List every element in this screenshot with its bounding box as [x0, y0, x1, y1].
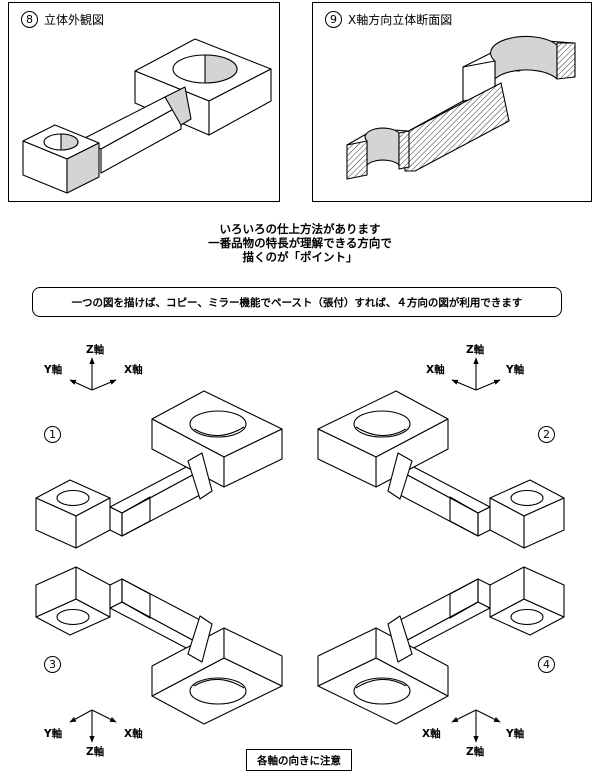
- view-number: 4: [538, 656, 555, 673]
- section-small-cut-left: [346, 140, 368, 180]
- axis-label-x: X軸: [426, 364, 445, 376]
- small-hole-shade: [60, 133, 79, 151]
- view-number: 3: [44, 656, 61, 673]
- section-small-cut-right: [398, 130, 410, 170]
- intro-line: 一番品物の特長が理解できる方向で: [208, 236, 392, 250]
- view-number: 2: [538, 426, 555, 443]
- axis-indicator-top-left: [69, 357, 117, 391]
- view-4-drawing: [317, 566, 565, 725]
- panel-title-text: X軸方向立体断面図: [348, 13, 453, 27]
- large-hole-shade: [204, 54, 238, 84]
- intro-text: いろいろの仕上方法があります 一番品物の特長が理解できる方向で 描くのが「ポイン…: [0, 222, 600, 264]
- axis-indicator-top-right: [451, 357, 501, 391]
- axis-label-y: Y軸: [506, 728, 525, 740]
- axis-label-z: Z軸: [466, 746, 485, 758]
- axis-indicator-bottom-right: [451, 709, 501, 743]
- axis-label-y: Y軸: [44, 728, 63, 740]
- axis-label-x: X軸: [422, 728, 441, 740]
- panel-number: 8: [21, 11, 38, 28]
- intro-line: 描くのが「ポイント」: [242, 250, 358, 264]
- info-banner: 一つの図を描けば、コピー、ミラー機能でペースト（張付）すれば、４方向の図が利用で…: [32, 287, 562, 317]
- panel-title-text: 立体外観図: [44, 13, 105, 27]
- axis-label-z: Z軸: [86, 344, 105, 356]
- section-drawing: [346, 35, 576, 180]
- axis-label-y: Y軸: [44, 364, 63, 376]
- axis-direction-note: 各軸の向きに注意: [246, 749, 352, 771]
- view-number: 1: [44, 426, 61, 443]
- large-boss-side: [208, 68, 272, 136]
- axis-label-z: Z軸: [86, 746, 105, 758]
- panel-title: 9 X軸方向立体断面図: [325, 11, 452, 28]
- axis-label-y: Y軸: [506, 364, 525, 376]
- panel-section-view: 9 X軸方向立体断面図: [312, 2, 592, 202]
- panel-title: 8 立体外観図: [21, 11, 104, 28]
- exterior-drawing: [22, 38, 272, 194]
- panel-number: 9: [325, 11, 342, 28]
- axis-label-x: X軸: [124, 364, 143, 376]
- axis-indicator-bottom-left: [69, 709, 117, 743]
- section-large-cut: [556, 42, 576, 80]
- axis-label-z: Z軸: [466, 344, 485, 356]
- section-small-hole: [364, 127, 400, 174]
- intro-line: いろいろの仕上方法があります: [219, 222, 381, 236]
- panel-exterior-view: 8 立体外観図: [8, 2, 280, 202]
- axis-label-x: X軸: [124, 728, 143, 740]
- arm-ramp: [164, 86, 192, 126]
- view-3-drawing: [35, 566, 283, 725]
- small-boss-side: [66, 142, 100, 194]
- arm-front: [100, 104, 182, 174]
- section-arm-cut: [404, 82, 510, 172]
